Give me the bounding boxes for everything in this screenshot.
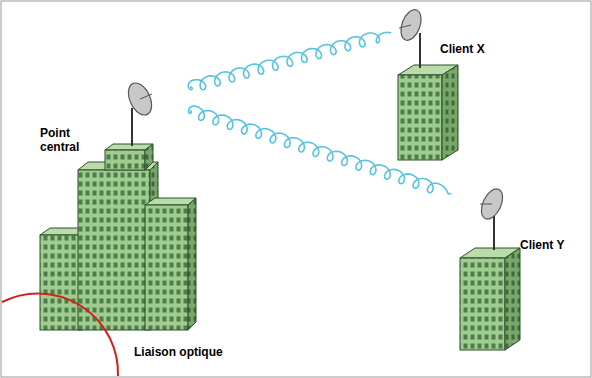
radio-link bbox=[188, 106, 451, 194]
client-site: Client X bbox=[392, 4, 502, 162]
central-dish bbox=[124, 79, 156, 146]
client-x-building bbox=[398, 65, 458, 160]
link-type-label: Liaison optique bbox=[132, 345, 225, 359]
site-label: Point central bbox=[40, 126, 92, 154]
central-building bbox=[40, 144, 196, 330]
client-y-dish bbox=[477, 186, 507, 250]
radio-link bbox=[188, 32, 391, 89]
central-point: Point central bbox=[38, 80, 190, 332]
optical-link-circle bbox=[2, 293, 118, 376]
site-label: Client Y bbox=[520, 238, 580, 252]
client-x-dish bbox=[397, 7, 425, 68]
client-y-building bbox=[460, 248, 520, 350]
site-label: Client X bbox=[440, 42, 500, 56]
client-site: Client Y bbox=[452, 178, 584, 354]
